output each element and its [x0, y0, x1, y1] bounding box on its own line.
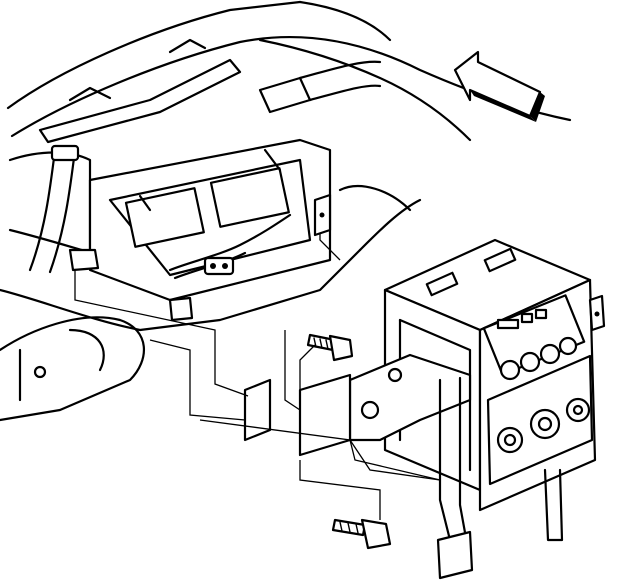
panel-clip — [68, 193, 332, 322]
mounting-bolt-upper — [306, 333, 354, 362]
mounting-bracket — [243, 353, 564, 580]
hvac-housing-opening — [88, 138, 332, 302]
direction-arrow — [453, 50, 545, 122]
vent-hose — [258, 60, 382, 114]
mounting-bolt-lower — [331, 518, 392, 550]
wiring-connector — [168, 213, 292, 280]
instrument-panel — [0, 0, 572, 422]
alignment-lines — [74, 210, 441, 520]
